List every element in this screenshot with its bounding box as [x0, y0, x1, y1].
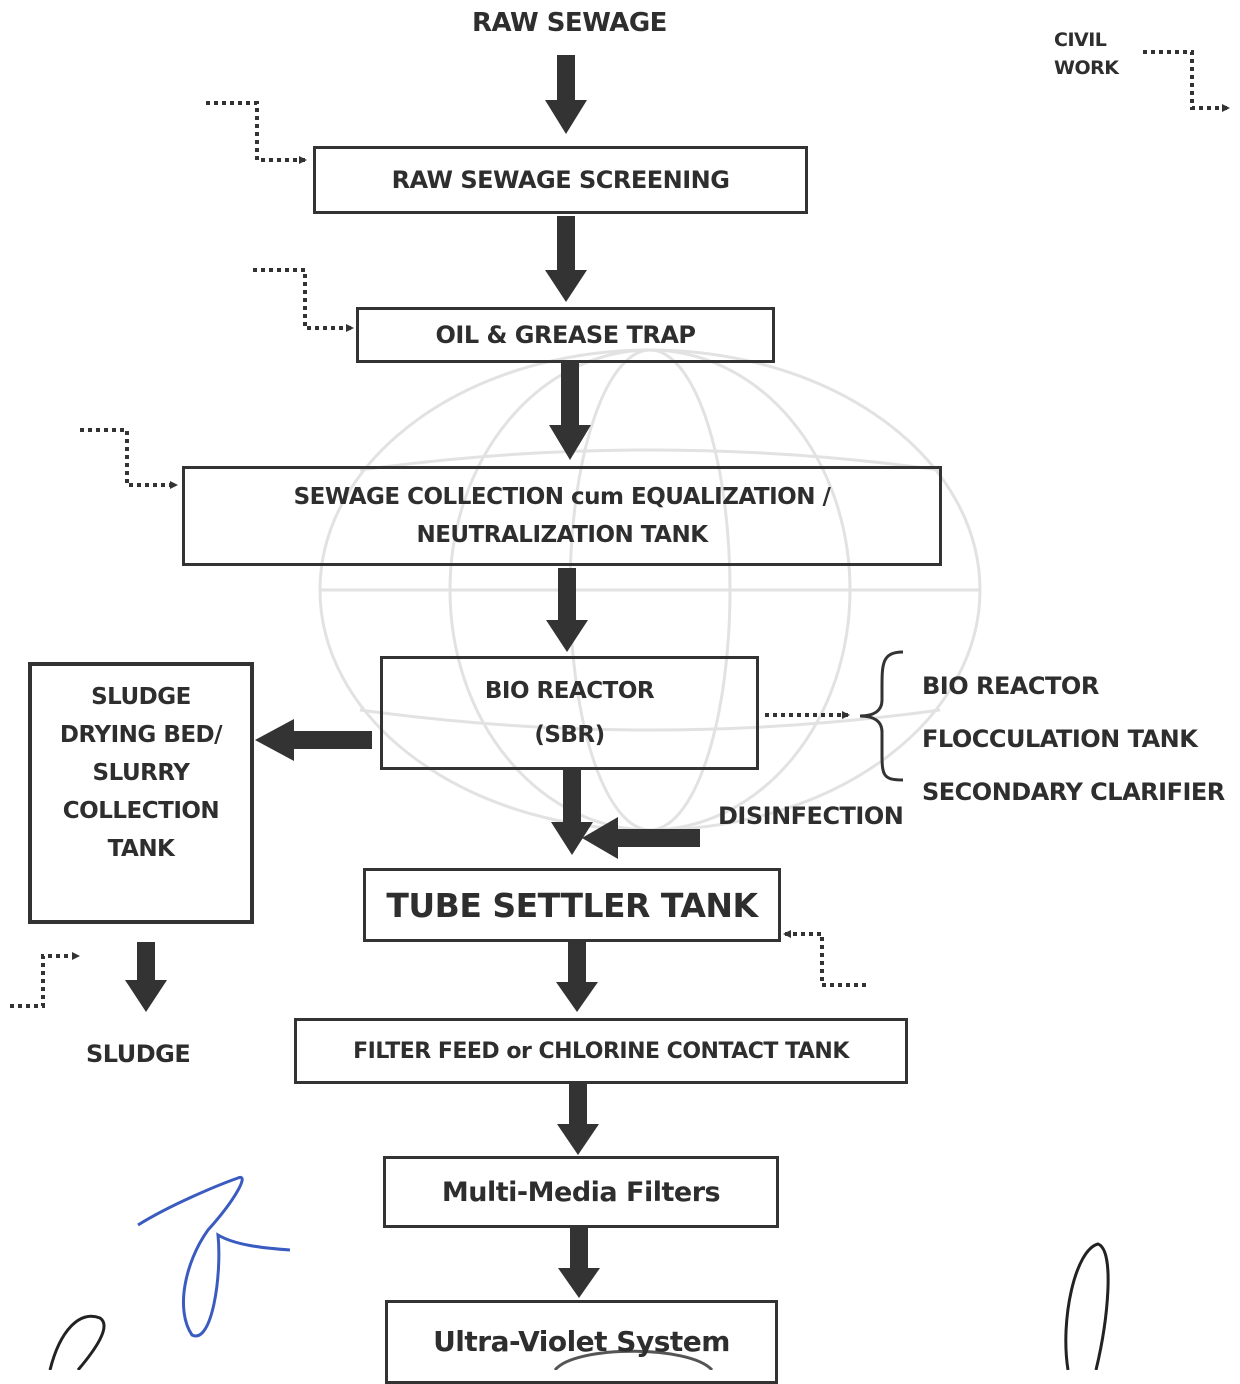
stamp-arc	[553, 1349, 714, 1370]
step-multi-media-filters: Multi-Media Filters	[383, 1156, 779, 1228]
bio-component-item: BIO REACTOR	[922, 672, 1099, 700]
input-label-raw-sewage: RAW SEWAGE	[472, 8, 667, 38]
flow-arrow-4	[546, 568, 588, 652]
step-bio-reactor: BIO REACTOR (SBR)	[380, 656, 759, 770]
step-screening: RAW SEWAGE SCREENING	[313, 146, 808, 214]
step-filter-feed: FILTER FEED or CHLORINE CONTACT TANK	[294, 1018, 908, 1084]
flow-arrow-6	[556, 942, 598, 1012]
sludge-drying-bed: SLUDGE DRYING BED/ SLURRY COLLECTION TAN…	[28, 662, 254, 924]
legend-dotted-arrow	[1143, 50, 1230, 112]
signature-mark-left	[48, 1314, 106, 1370]
sludge-out-arrow	[125, 942, 167, 1012]
sludge-box-line: SLURRY	[92, 760, 190, 786]
civil-work-label-line2: WORK	[1054, 57, 1119, 79]
step-oil-grease-label: OIL & GREASE TRAP	[435, 321, 696, 349]
bio-components-list: BIO REACTOR FLOCCULATION TANK SECONDARY …	[922, 660, 1225, 819]
flow-arrow-7	[557, 1082, 599, 1155]
dotted-arrow-sludge	[10, 952, 80, 1008]
step-equalization-line2: NEUTRALIZATION TANK	[416, 522, 708, 548]
flow-arrow-8	[558, 1228, 600, 1298]
dotted-arrow-tube-settler	[783, 930, 866, 987]
signature-mark-blue	[137, 1175, 291, 1338]
sludge-box-line: TANK	[107, 836, 175, 862]
step-uv-system-label: Ultra-Violet System	[433, 1325, 730, 1358]
flow-arrow-2	[545, 216, 587, 302]
sludge-arrow	[255, 719, 372, 761]
signature-mark-right	[1064, 1242, 1110, 1370]
sludge-box-line: DRYING BED/	[59, 722, 223, 748]
step-equalization-tank: SEWAGE COLLECTION cum EQUALIZATION / NEU…	[182, 466, 942, 566]
flow-arrow-5	[551, 770, 593, 855]
disinfection-label: DISINFECTION	[718, 802, 904, 830]
step-uv-system: Ultra-Violet System	[385, 1300, 778, 1384]
step-bio-reactor-line1: BIO REACTOR	[484, 678, 655, 704]
sludge-box-line: COLLECTION	[62, 798, 220, 824]
sludge-output-label: SLUDGE	[86, 1040, 191, 1068]
dotted-arrow-equalization	[80, 428, 178, 489]
dotted-arrow-screening	[206, 101, 307, 164]
step-equalization-line1: SEWAGE COLLECTION cum EQUALIZATION /	[293, 484, 831, 510]
flow-arrow-1	[545, 55, 587, 134]
sludge-box-line: SLUDGE	[91, 684, 191, 710]
step-screening-label: RAW SEWAGE SCREENING	[391, 166, 730, 194]
disinfection-arrow	[582, 817, 700, 859]
dotted-arrow-oil-grease	[253, 268, 354, 332]
step-tube-settler-label: TUBE SETTLER TANK	[386, 885, 758, 925]
step-oil-grease-trap: OIL & GREASE TRAP	[356, 307, 775, 363]
flow-arrow-3	[549, 360, 591, 460]
step-bio-reactor-line2: (SBR)	[534, 722, 605, 748]
step-multi-media-label: Multi-Media Filters	[441, 1176, 721, 1208]
bio-component-item: SECONDARY CLARIFIER	[922, 778, 1225, 806]
curly-brace	[859, 650, 904, 782]
civil-work-label-line1: CIVIL	[1054, 29, 1107, 51]
civil-work-connectors	[10, 50, 1230, 1008]
civil-work-label: CIVIL WORK	[1054, 26, 1119, 82]
step-filter-feed-label: FILTER FEED or CHLORINE CONTACT TANK	[353, 1038, 849, 1064]
bio-component-item: FLOCCULATION TANK	[922, 725, 1198, 753]
step-tube-settler: TUBE SETTLER TANK	[363, 868, 781, 942]
